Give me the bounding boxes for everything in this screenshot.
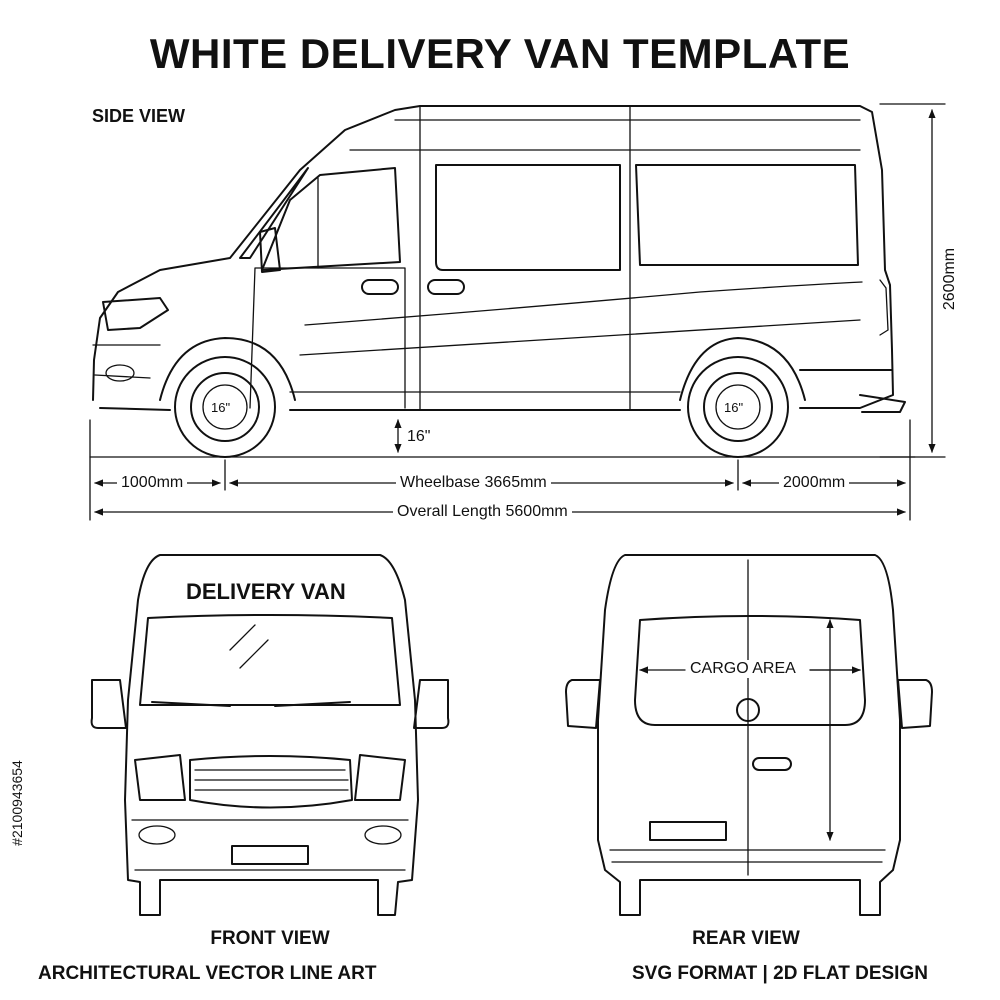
front-header-text: DELIVERY VAN [186, 579, 346, 604]
side-view-van [89, 105, 916, 458]
stock-id: #2100943654 [9, 760, 25, 846]
height-label: 2600mm [941, 243, 960, 315]
footer-right: SVG FORMAT | 2D FLAT DESIGN [632, 963, 928, 984]
front-view-van [90, 554, 450, 916]
cargo-area-label: CARGO AREA [686, 660, 800, 678]
page-title: WHITE DELIVERY VAN TEMPLATE [149, 30, 851, 77]
rear-view-label: REAR VIEW [692, 928, 800, 949]
front-view-label: FRONT VIEW [210, 928, 330, 949]
ground-clearance-label: 16" [403, 428, 435, 446]
front-wheel-size: 16" [211, 400, 231, 415]
side-view-label: SIDE VIEW [92, 106, 186, 126]
rear-view-van [565, 554, 933, 916]
overall-length-label: Overall Length 5600mm [393, 503, 572, 521]
wheelbase-label: Wheelbase 3665mm [396, 474, 551, 492]
rear-wheel-size: 16" [724, 400, 744, 415]
footer-left: ARCHITECTURAL VECTOR LINE ART [38, 963, 377, 984]
front-overhang-label: 1000mm [117, 474, 188, 492]
rear-overhang-label: 2000mm [779, 474, 850, 492]
